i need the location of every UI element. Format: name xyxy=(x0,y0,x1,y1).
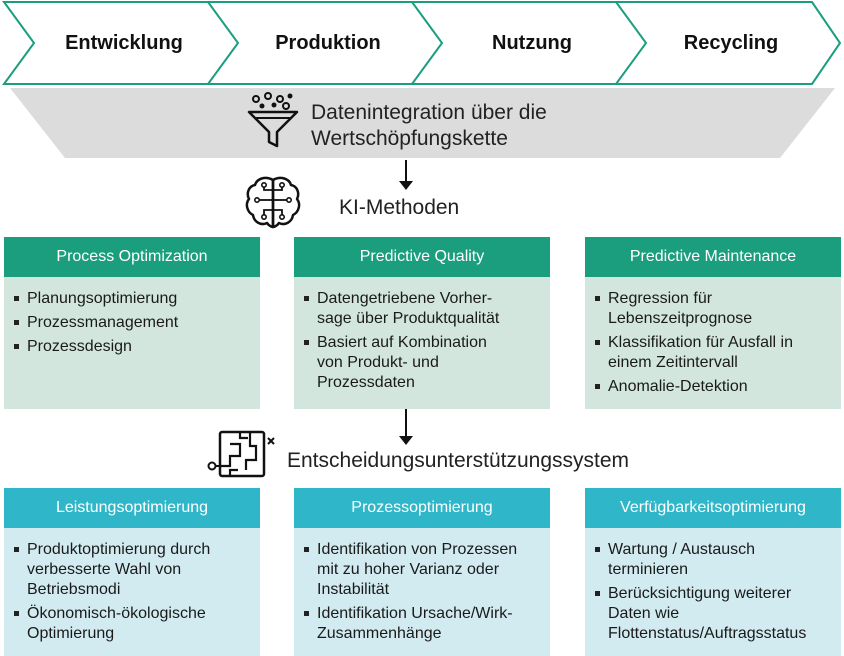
stage-label-produktion: Produktion xyxy=(275,32,381,54)
bullet-item: Planungsoptimierung xyxy=(14,289,250,309)
flow-arrow-1 xyxy=(399,160,413,190)
integration-band xyxy=(10,88,835,158)
decision-box-leistungsoptimierung: Leistungsoptimierung Produktoptimierung … xyxy=(4,488,260,656)
stage-label-nutzung: Nutzung xyxy=(492,32,572,54)
bullet-item: Prozessmanagement xyxy=(14,313,250,333)
ai-methods-label: KI-Methoden xyxy=(339,196,460,219)
stage-chevron-4 xyxy=(614,1,842,85)
integration-line-2: Wertschöpfungskette xyxy=(311,127,508,150)
ai-box-predictive-quality: Predictive Quality Datengetriebene Vorhe… xyxy=(294,237,550,409)
stage-label-recycling: Recycling xyxy=(683,32,779,54)
box-title: Process Optimization xyxy=(4,237,260,277)
flow-arrow-2 xyxy=(399,409,413,445)
ai-box-process-optimization: Process Optimization Planungsoptimierung… xyxy=(4,237,260,409)
brain-circuit-icon xyxy=(245,176,301,229)
stage-label-entwicklung: Entwicklung xyxy=(65,32,183,54)
decision-box-prozessoptimierung: Prozessoptimierung Identifikation von Pr… xyxy=(294,488,550,656)
funnel-icon xyxy=(247,92,299,148)
decision-box-verfuegbarkeitsoptimierung: Verfügbarkeitsoptimierung Wartung / Aust… xyxy=(585,488,841,656)
box-title: Predictive Quality xyxy=(294,237,550,277)
bullet-list: Datengetriebene Vorher-sage über Produkt… xyxy=(304,289,540,393)
integration-line-1: Datenintegration über die xyxy=(311,101,547,124)
value-chain-graphic xyxy=(2,1,842,158)
bullet-item: Identifikation Ursache/Wirk-Zusammenhäng… xyxy=(304,604,540,644)
bullet-item: Anomalie-Detektion xyxy=(595,377,831,397)
maze-icon xyxy=(207,430,275,478)
box-title: Prozessoptimierung xyxy=(294,488,550,528)
box-title: Leistungsoptimierung xyxy=(4,488,260,528)
decision-support-label: Entscheidungsunterstützungssystem xyxy=(287,449,630,472)
box-title: Verfügbarkeitsoptimierung xyxy=(585,488,841,528)
box-title: Predictive Maintenance xyxy=(585,237,841,277)
bullet-item: Datengetriebene Vorher-sage über Produkt… xyxy=(304,289,540,329)
bullet-item: Prozessdesign xyxy=(14,337,250,357)
